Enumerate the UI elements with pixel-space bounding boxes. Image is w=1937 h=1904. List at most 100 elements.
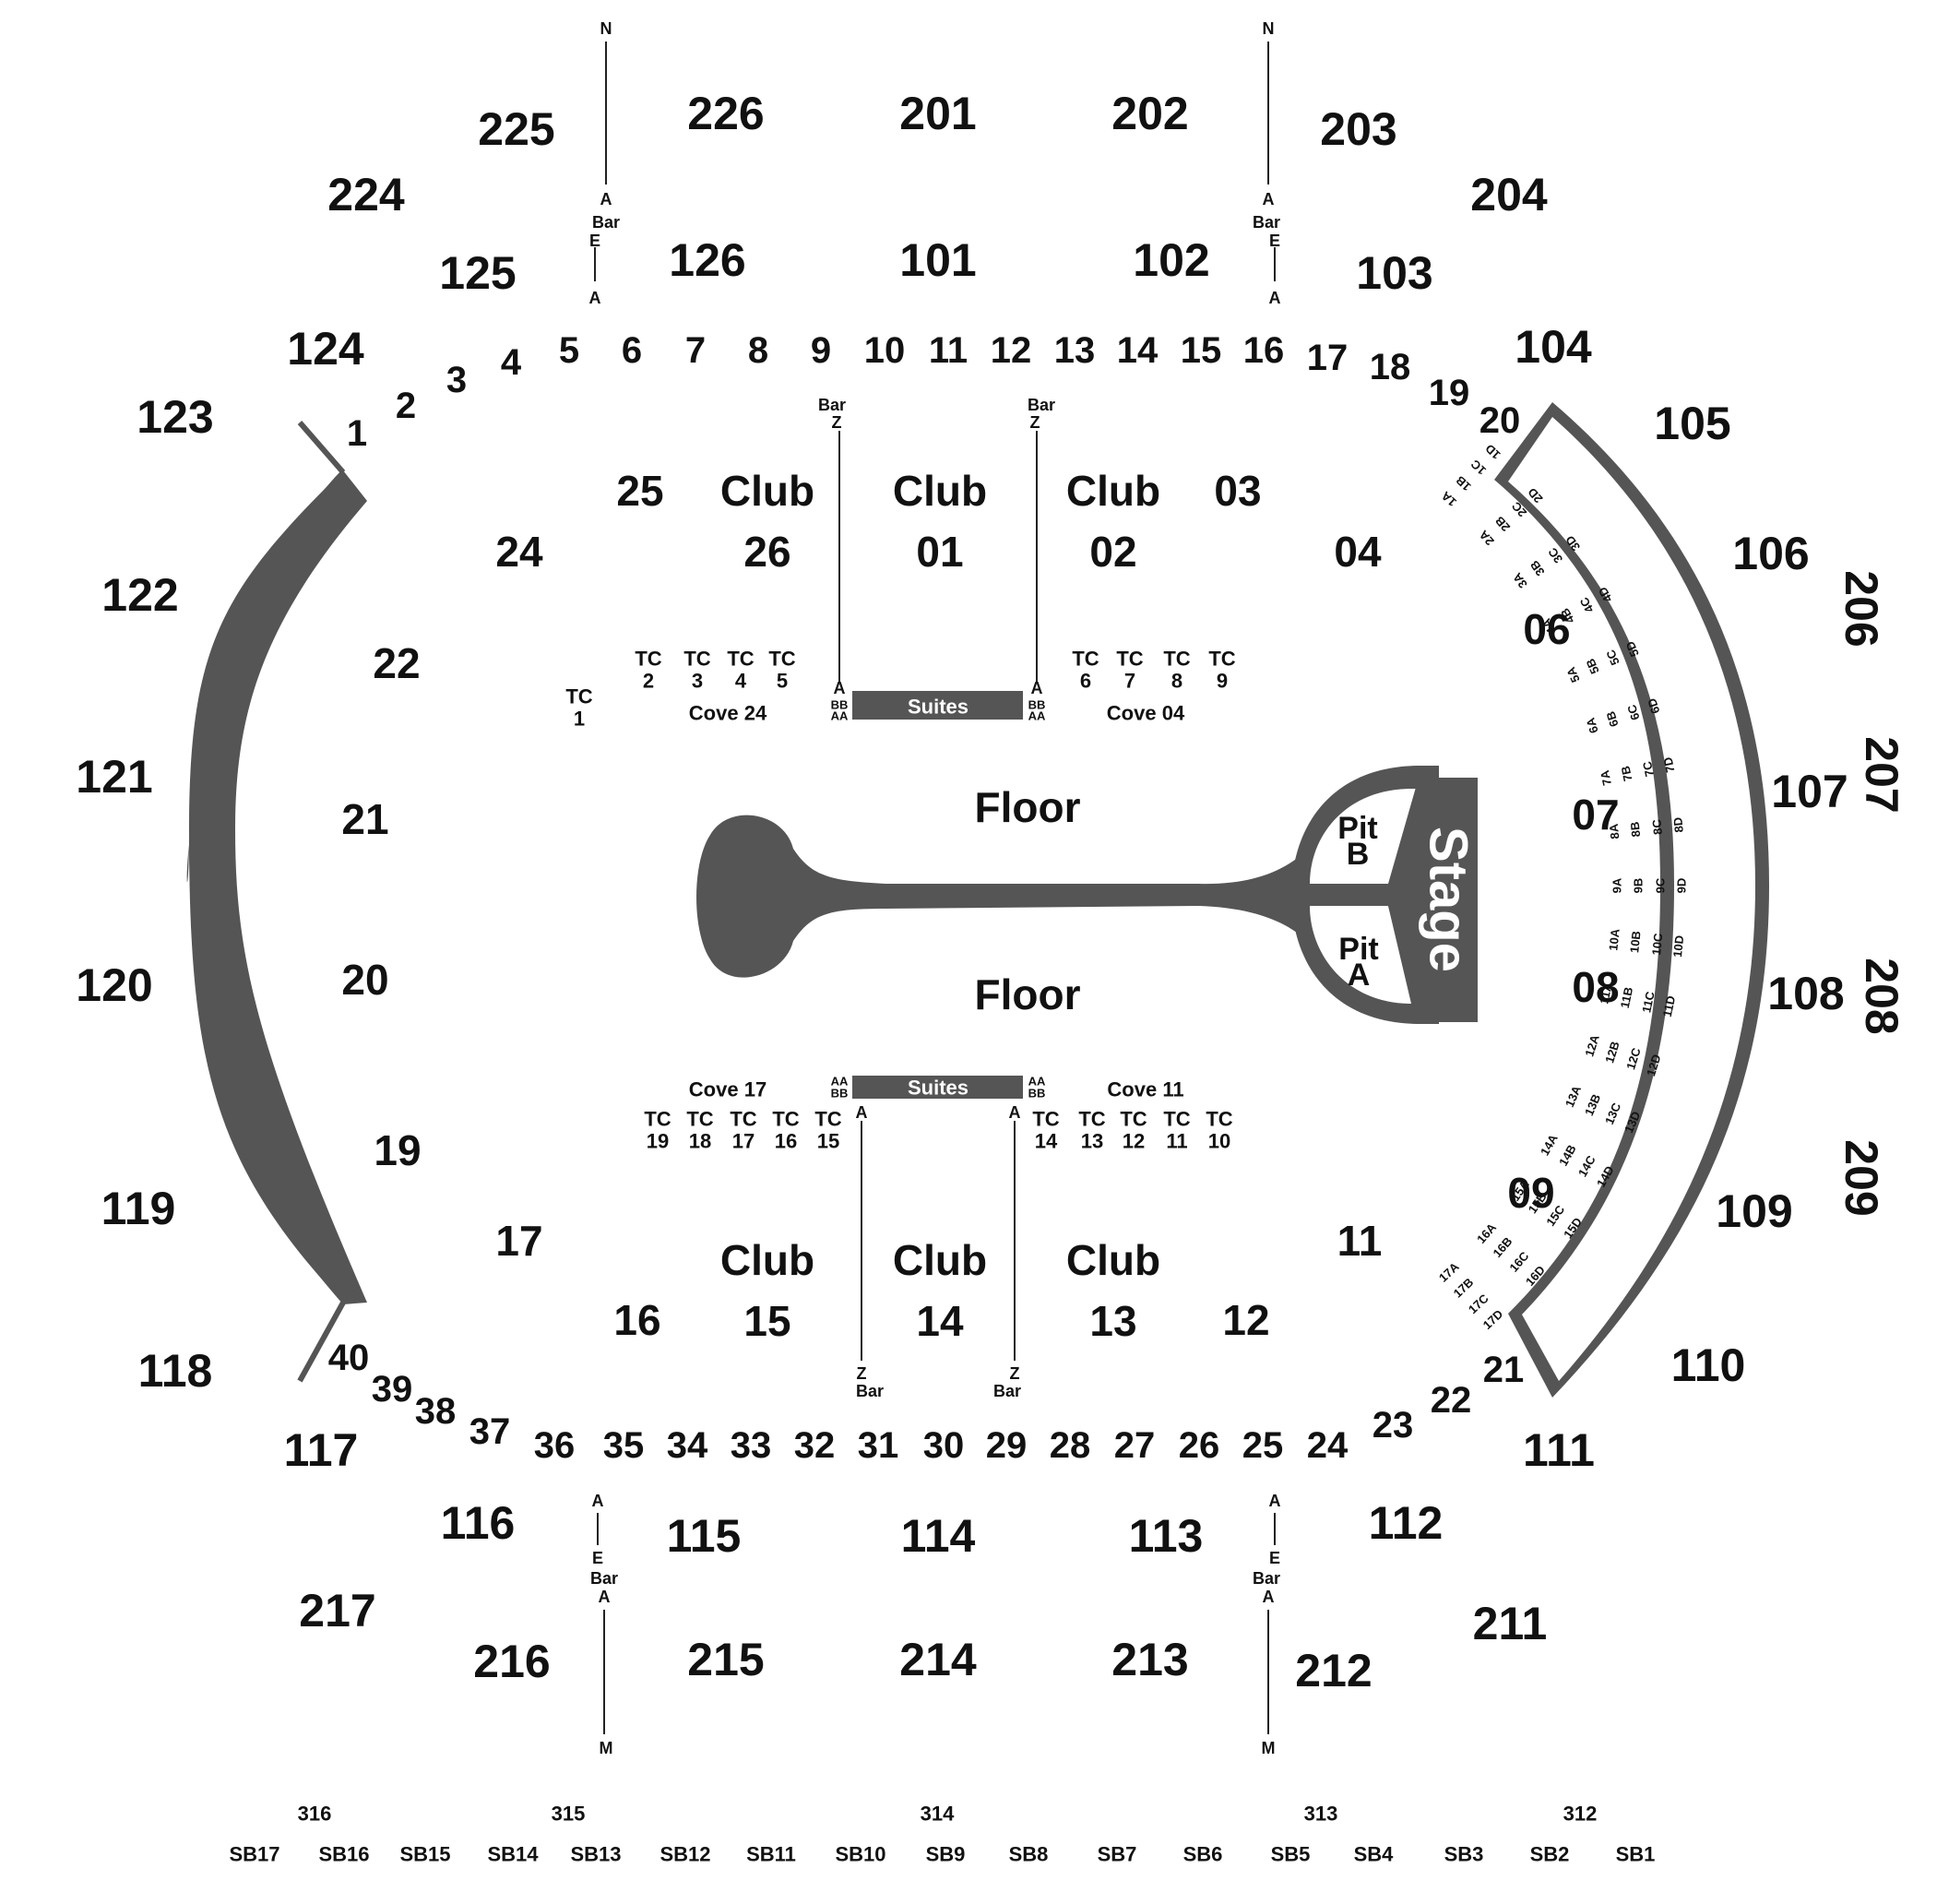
section-207[interactable]: 207 <box>1856 736 1907 813</box>
riser-seat[interactable]: 4C <box>1576 594 1597 614</box>
section-107[interactable]: 107 <box>1771 766 1848 817</box>
sb-13[interactable]: SB13 <box>570 1843 621 1866</box>
section-206[interactable]: 206 <box>1836 570 1887 647</box>
section-226[interactable]: 226 <box>687 88 764 139</box>
riser-seat[interactable]: 12A <box>1582 1032 1602 1058</box>
riser-seat[interactable]: 17D <box>1480 1307 1506 1332</box>
sb-2[interactable]: SB2 <box>1530 1843 1570 1866</box>
section-125[interactable]: 125 <box>439 247 516 299</box>
inner-section-03[interactable]: 03 <box>1214 467 1261 515</box>
section-204[interactable]: 204 <box>1470 169 1548 220</box>
sb-9[interactable]: SB9 <box>926 1843 966 1866</box>
sb-7[interactable]: SB7 <box>1098 1843 1137 1866</box>
section-108[interactable]: 108 <box>1767 968 1844 1019</box>
tc-17[interactable]: 17 <box>732 1130 755 1153</box>
club-14-word[interactable]: Club <box>893 1236 987 1284</box>
section-217[interactable]: 217 <box>299 1585 375 1636</box>
pit-b-word[interactable]: Pit <box>1337 811 1377 846</box>
loge-36[interactable]: 36 <box>534 1425 576 1466</box>
riser-seat[interactable]: 7B <box>1618 765 1634 782</box>
riser-seat[interactable]: 6C <box>1624 703 1643 722</box>
riser-seat[interactable]: 11A <box>1597 981 1615 1005</box>
loge-15[interactable]: 15 <box>1181 330 1222 371</box>
tc-16[interactable]: 16 <box>775 1130 797 1153</box>
riser-seat[interactable]: 8A <box>1607 823 1622 840</box>
riser-seat[interactable]: 12B <box>1602 1040 1622 1065</box>
riser-seat[interactable]: 13B <box>1582 1092 1603 1118</box>
riser-seat[interactable]: 7C <box>1640 759 1657 778</box>
loge-16[interactable]: 16 <box>1243 330 1285 371</box>
section-215[interactable]: 215 <box>687 1634 764 1685</box>
suite-312[interactable]: 312 <box>1563 1803 1598 1826</box>
club-01-number[interactable]: 01 <box>916 528 963 576</box>
loge-1[interactable]: 1 <box>347 413 367 454</box>
section-122[interactable]: 122 <box>101 569 178 621</box>
tc-9[interactable]: 9 <box>1217 670 1228 693</box>
riser-seat[interactable]: 11C <box>1639 990 1658 1014</box>
sb-8[interactable]: SB8 <box>1009 1843 1049 1866</box>
section-112[interactable]: 112 <box>1369 1497 1444 1549</box>
club-02-number[interactable]: 02 <box>1089 528 1136 576</box>
sb-4[interactable]: SB4 <box>1354 1843 1395 1866</box>
riser-seat[interactable]: 1A <box>1438 488 1459 509</box>
tc-7[interactable]: 7 <box>1124 670 1135 693</box>
section-202[interactable]: 202 <box>1111 88 1188 139</box>
pit-a-word[interactable]: Pit <box>1338 932 1378 967</box>
section-101[interactable]: 101 <box>899 234 976 286</box>
loge-30[interactable]: 30 <box>923 1425 965 1466</box>
club-01-word[interactable]: Club <box>893 467 987 515</box>
riser-seat[interactable]: 3A <box>1510 570 1530 591</box>
section-203[interactable]: 203 <box>1320 103 1396 155</box>
section-121[interactable]: 121 <box>76 751 152 803</box>
section-225[interactable]: 225 <box>478 103 554 155</box>
riser-seat[interactable]: 1C <box>1468 457 1489 478</box>
suite-315[interactable]: 315 <box>552 1803 586 1826</box>
riser-seat[interactable]: 3B <box>1527 558 1548 578</box>
loge-7[interactable]: 7 <box>685 330 706 371</box>
inner-section-06[interactable]: 06 <box>1523 605 1570 653</box>
riser-seat[interactable]: 14A <box>1538 1132 1561 1159</box>
loge-35[interactable]: 35 <box>603 1425 645 1466</box>
riser-seat[interactable]: 1D <box>1482 442 1503 462</box>
loge-33[interactable]: 33 <box>731 1425 772 1466</box>
sb-14[interactable]: SB14 <box>487 1843 539 1866</box>
tc-12[interactable]: 12 <box>1123 1130 1145 1153</box>
loge-21[interactable]: 21 <box>1483 1350 1525 1390</box>
loge-14[interactable]: 14 <box>1117 330 1159 371</box>
riser-seat[interactable]: 9C <box>1654 877 1668 893</box>
sb-10[interactable]: SB10 <box>835 1843 885 1866</box>
loge-37[interactable]: 37 <box>469 1411 511 1452</box>
sb-1[interactable]: SB1 <box>1616 1843 1656 1866</box>
club-14-number[interactable]: 14 <box>916 1297 964 1345</box>
riser-seat[interactable]: 12D <box>1644 1053 1664 1077</box>
section-113[interactable]: 113 <box>1129 1510 1204 1562</box>
section-126[interactable]: 126 <box>669 234 745 286</box>
section-213[interactable]: 213 <box>1111 1634 1188 1685</box>
section-208[interactable]: 208 <box>1856 958 1907 1034</box>
loge-39[interactable]: 39 <box>372 1369 413 1410</box>
suite-313[interactable]: 313 <box>1304 1803 1338 1826</box>
loge-4[interactable]: 4 <box>501 342 522 383</box>
club-15-number[interactable]: 15 <box>743 1297 790 1345</box>
riser-seat[interactable]: 17B <box>1451 1275 1477 1300</box>
riser-seat[interactable]: 9D <box>1675 878 1689 894</box>
riser-seat[interactable]: 8B <box>1628 821 1644 838</box>
loge-10[interactable]: 10 <box>864 330 906 371</box>
tc-15[interactable]: 15 <box>817 1130 839 1153</box>
floor-bottom-label[interactable]: Floor <box>975 970 1081 1018</box>
loge-13[interactable]: 13 <box>1054 330 1096 371</box>
riser-seat[interactable]: 5A <box>1563 664 1583 684</box>
loge-28[interactable]: 28 <box>1050 1425 1091 1466</box>
cove-04[interactable]: Cove 04 <box>1107 702 1185 725</box>
riser-seat[interactable]: 16C <box>1507 1248 1532 1274</box>
section-201[interactable]: 201 <box>899 88 976 139</box>
riser-seat[interactable]: 5D <box>1623 639 1642 659</box>
section-106[interactable]: 106 <box>1732 528 1809 579</box>
club-02-word[interactable]: Club <box>1066 467 1160 515</box>
loge-18[interactable]: 18 <box>1370 347 1411 387</box>
riser-seat[interactable]: 12C <box>1623 1045 1644 1071</box>
loge-6[interactable]: 6 <box>622 330 642 371</box>
inner-section-24[interactable]: 24 <box>495 528 543 576</box>
loge-23[interactable]: 23 <box>1373 1405 1414 1446</box>
riser-seat[interactable]: 16A <box>1474 1220 1499 1246</box>
